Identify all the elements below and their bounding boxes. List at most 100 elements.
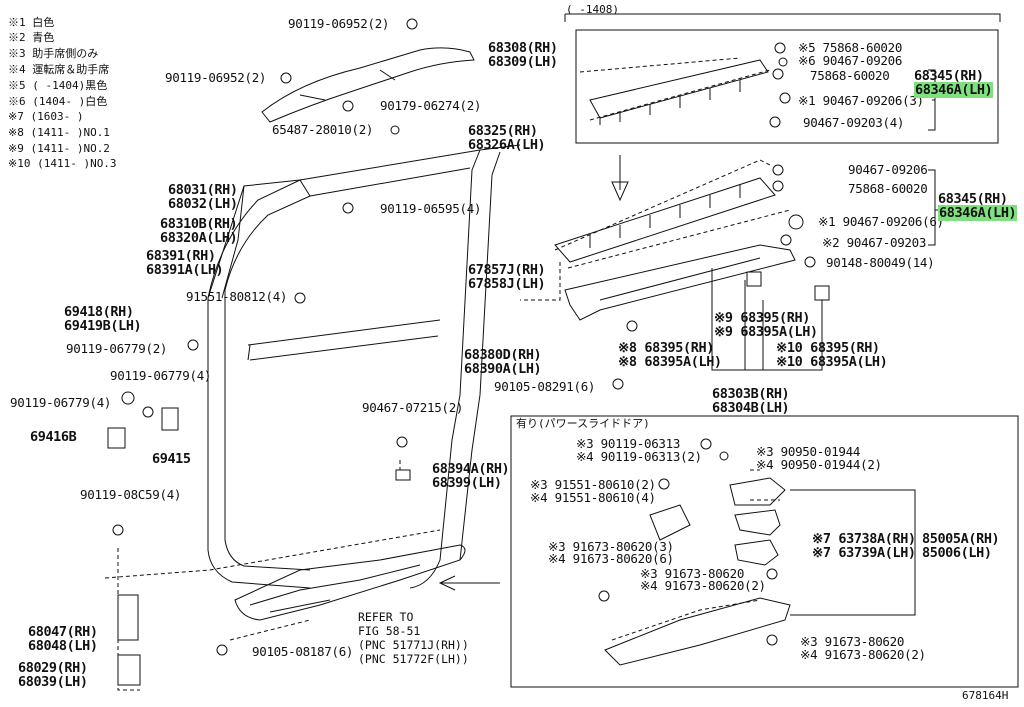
part-label: 68039(LH) [18,674,88,690]
note-1: ※1 白色 [8,16,55,29]
part-label: ※8 68395A(LH) [618,354,722,370]
part-label: 90105-08187(6) [252,644,354,659]
part-label: 68380D(RH) [464,347,542,363]
part-label: 68308(RH) [488,40,558,56]
part-label: 68303B(RH) [712,386,790,402]
part-label: ※6 90467-09206 [798,53,903,68]
part-label: 69416B [30,429,77,445]
part-label: 68320A(LH) [160,230,238,246]
left-arrow [438,575,500,591]
part-label: 68345(RH) [914,68,984,84]
power-rail [604,597,791,666]
part-label: 68304B(LH) [712,400,790,416]
note-7: ※7 (1603- ) [8,110,84,123]
note-10: ※10 (1411- )NO.3 [8,157,117,170]
part-label: 90179-06274(2) [380,98,482,113]
refer-line-3: (PNC 51771J(RH)) [358,638,469,652]
power-door-box [510,415,1019,688]
refer-line-1: REFER TO [358,610,414,624]
part-label: 68032(LH) [168,196,238,212]
part-label: 68326A(LH) [468,137,546,153]
part-label: 68048(LH) [28,638,98,654]
note-5: ※5 ( -1404)黒色 [8,79,108,92]
part-label: 68047(RH) [28,624,98,640]
part-label: 68031(RH) [168,182,238,198]
part-label: ※3 90950-01944 [756,444,861,459]
part-label: 68391(RH) [146,248,216,264]
part-label: ※2 90467-09203 [822,235,927,250]
note-8: ※8 (1411- )NO.1 [8,126,110,139]
part-label: ※4 91673-80620(6) [548,551,674,566]
note-4: ※4 運転席＆助手席 [8,63,110,76]
part-label: ※10 68395(RH) [776,340,880,356]
part-label: 67858J(LH) [468,276,546,292]
part-label: 69419B(LH) [64,318,142,334]
part-label: ※4 90119-06313(2) [576,449,702,464]
refer-line-4: (PNC 51772F(LH)) [358,652,469,666]
part-label-highlighted: 68346A(LH) [938,205,1018,221]
part-label: 91551-80812(4) [186,289,288,304]
part-label: 68029(RH) [18,660,88,676]
part-label: 67857J(RH) [468,262,546,278]
part-label: ※3 91551-80610(2) [530,477,656,492]
part-label: 68325(RH) [468,123,538,139]
lower-rail [234,544,466,621]
part-label: ※3 91673-80620(3) [548,539,674,554]
part-label: ※4 90950-01944(2) [756,457,882,472]
part-label: 68399(LH) [432,475,502,491]
part-label: ※3 91673-80620 [800,634,905,649]
upper-parts-box [575,29,999,144]
part-label: ※4 91673-80620(2) [800,647,926,662]
upper-garnish-1 [589,59,769,119]
part-label: 69418(RH) [64,304,134,320]
scuff-plate [564,244,796,321]
part-label: 90119-06779(4) [10,395,112,410]
refer-line-2: FIG 58-51 [358,624,421,638]
part-label: 90119-06595(4) [380,201,482,216]
part-label: 90467-07215(2) [362,400,464,415]
part-label: 75868-60020 [848,181,928,196]
part-label: 90148-80049(14) [826,255,935,270]
part-label: 90119-06952(2) [288,16,390,31]
part-label: 68390A(LH) [464,361,542,377]
part-label: 69415 [152,451,191,467]
part-label: 90119-06779(2) [66,341,168,356]
part-label: ※3 91673-80620 [640,566,745,581]
drive-unit [729,477,786,506]
down-arrow [611,155,629,202]
part-label: 90467-09206 [848,162,928,177]
part-label: 68345(RH) [938,191,1008,207]
part-label: 85005A(RH) [922,531,1000,547]
part-label: 90119-08C59(4) [80,487,182,502]
part-label: 68391A(LH) [146,262,224,278]
door-outline [207,290,311,589]
note-6: ※6 (1404- )白色 [8,95,108,108]
fasteners [112,18,816,656]
part-label: ※8 68395(RH) [618,340,714,356]
part-label: 85006(LH) [922,545,992,561]
part-label: 90119-06952(2) [165,70,267,85]
part-label: ※3 90119-06313 [576,436,681,451]
power-door-header: 有り(パワースライドドア) [516,417,650,430]
part-label: ※4 91673-80620(2) [640,578,766,593]
part-label: ※5 75868-60020 [798,40,903,55]
top-box-frame [564,13,1001,22]
part-label: 68309(LH) [488,54,558,70]
part-label: 68394A(RH) [432,461,510,477]
part-label: 90105-08291(6) [494,379,596,394]
part-label: ※7 63739A(LH) [812,545,916,561]
part-label: ※1 90467-09206(3) [798,93,924,108]
part-label: ※9 68395(RH) [714,310,810,326]
roof-rail [261,47,475,123]
diagram-id: 678164H [962,689,1009,702]
top-box-header: ( -1408) [566,3,619,16]
part-label: 75868-60020 [810,68,890,83]
note-9: ※9 (1411- )NO.2 [8,142,110,155]
part-label: 65487-28010(2) [272,122,374,137]
upper-garnish-2 [554,177,776,263]
part-label: 90119-06779(4) [110,368,212,383]
part-label: ※9 68395A(LH) [714,324,818,340]
part-label: ※10 68395A(LH) [776,354,888,370]
